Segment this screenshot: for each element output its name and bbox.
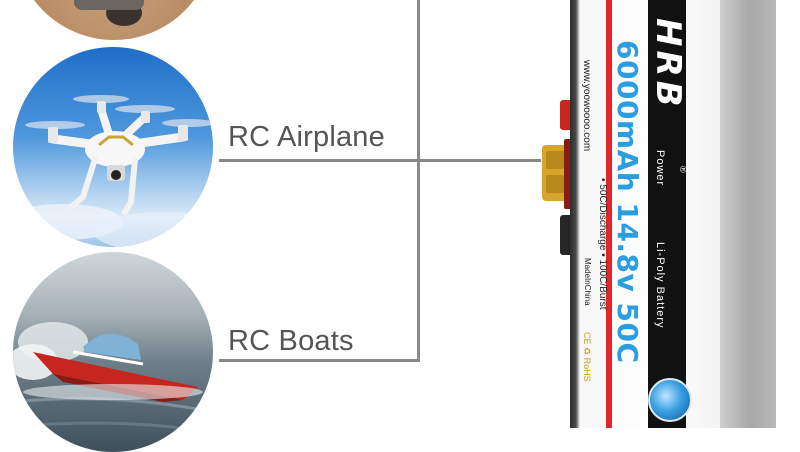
battery-brand-band xyxy=(648,0,686,428)
battery-spec: 6000mAh 14.8v 50C xyxy=(611,40,644,364)
globe-logo-icon xyxy=(648,378,692,422)
rc-car-image xyxy=(14,0,214,40)
category-label-rc-airplane: RC Airplane xyxy=(228,121,385,153)
xt60-connector-icon xyxy=(540,139,574,209)
airplane-underline xyxy=(219,159,541,162)
drone-image xyxy=(13,47,213,247)
battery-made-in: MadeInChina xyxy=(583,258,592,306)
speedboat-icon xyxy=(13,322,213,434)
category-label-rc-boats: RC Boats xyxy=(228,325,354,357)
battery-discharge: • 50C/Discharge • 100C/Burst xyxy=(597,178,608,310)
speedboat-image xyxy=(13,252,213,452)
battery-type: Li-Poly Battery xyxy=(654,242,666,329)
drone-icon xyxy=(13,95,213,247)
battery-registered-mark: ® xyxy=(678,166,688,173)
battery-side-panel xyxy=(720,0,780,428)
boats-underline xyxy=(219,359,420,362)
battery-pack: www.yoowoooo.com 6000mAh 14.8v 50C HRB ®… xyxy=(570,0,780,428)
battery-brand: HRB xyxy=(648,18,688,111)
battery-cert-marks: CE ♻ RoHS xyxy=(582,332,592,382)
vertical-connector-line xyxy=(417,0,420,362)
battery-website: www.yoowoooo.com xyxy=(581,60,592,152)
battery-accent-stripe xyxy=(606,0,612,428)
battery-right-edge xyxy=(776,0,800,428)
rc-car-body-icon xyxy=(74,0,144,10)
battery-power-word: Power xyxy=(654,150,666,187)
